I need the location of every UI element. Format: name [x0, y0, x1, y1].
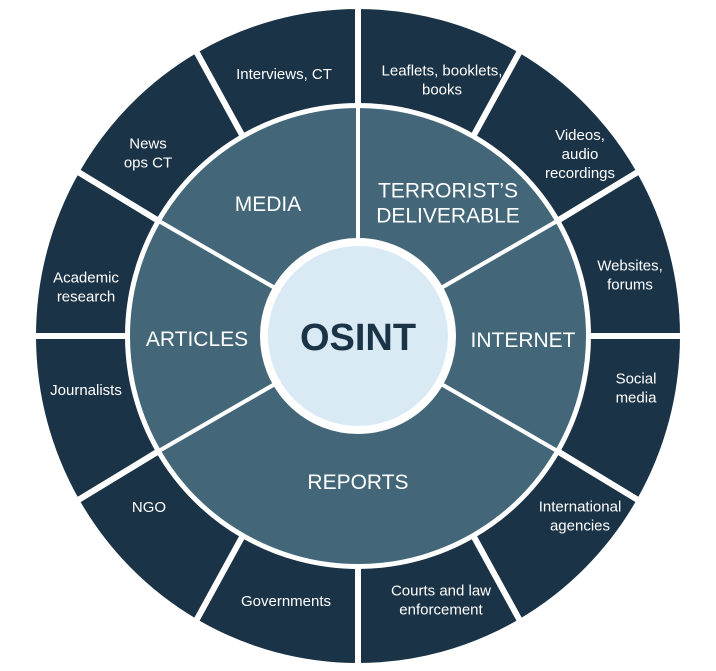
source-label-videos-line-1: Videos, [555, 127, 605, 144]
source-label-leaflets-line-2: books [422, 82, 462, 99]
source-label-interviews-ct-line-1: Interviews, CT [236, 66, 332, 83]
source-label-courts-line-1: Courts and law [391, 583, 491, 600]
source-label-news-ops-ct-line-2: ops CT [124, 155, 172, 172]
source-label-academic-research-line-1: Academic [53, 270, 119, 287]
center-label: OSINT [300, 317, 416, 359]
source-label-international-agencies-line-1: International [539, 499, 622, 516]
source-label-websites-line-1: Websites, [597, 258, 663, 275]
source-label-international-agencies-line-2: agencies [550, 518, 610, 535]
source-label-academic-research-line-2: research [57, 289, 115, 306]
source-label-social-media-line-2: media [616, 390, 658, 407]
source-label-journalists-line-1: Journalists [50, 382, 122, 399]
source-label-social-media-line-1: Social [616, 371, 657, 388]
outer-labels: Interviews, CT Leaflets, booklets, booksVi… [50, 63, 663, 619]
middle-ring [126, 103, 590, 568]
source-label-videos-line-3: recordings [545, 165, 615, 182]
source-label-leaflets-line-1: Leaflets, booklets, [382, 63, 503, 80]
source-label-courts-line-2: enforcement [399, 602, 483, 619]
category-label-terrorists-deliverable-line-1: TERRORIST’S [378, 180, 518, 203]
source-label-news-ops-ct-line-1: News [129, 136, 167, 153]
source-label-videos-line-2: audio [562, 146, 599, 163]
category-label-reports-line-1: REPORTS [307, 471, 408, 494]
category-label-articles-line-1: ARTICLES [146, 328, 248, 351]
center-disc [260, 238, 456, 434]
source-label-governments-line-1: Governments [241, 593, 331, 610]
category-label-media-line-1: MEDIA [235, 193, 302, 216]
category-label-terrorists-deliverable-line-2: DELIVERABLE [376, 205, 520, 228]
source-label-websites-line-2: forums [607, 277, 653, 294]
source-label-ngo-line-1: NGO [132, 499, 166, 516]
category-label-internet-line-1: INTERNET [471, 329, 576, 352]
